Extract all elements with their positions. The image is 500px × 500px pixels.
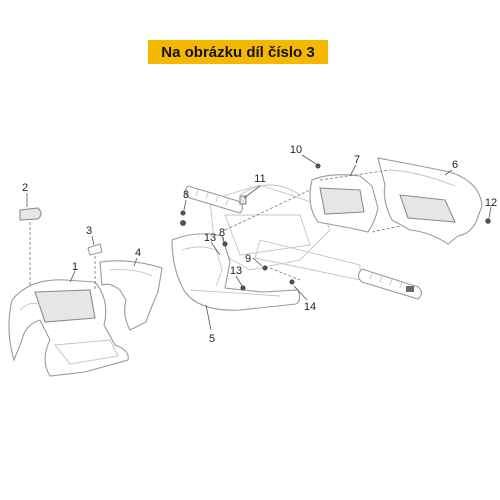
part-3-clip [87,243,103,256]
callout-6: 6 [452,159,458,171]
callout-8b: 8 [219,227,225,239]
alignment-lines [29,169,401,290]
part-1-front-cover [8,279,129,377]
left-grip [184,185,244,214]
callout-5: 5 [209,333,215,345]
callout-3: 3 [86,225,92,237]
callout-11: 11 [254,173,265,185]
callout-2: 2 [22,182,28,194]
part-2-cap [19,207,42,221]
callout-9: 9 [245,253,251,265]
callout-8a: 8 [183,189,189,201]
grip-end-cap [406,286,414,292]
callout-14: 14 [304,301,316,313]
part-7-dash-panel [309,174,379,233]
banner-text: Na obrázku díl číslo 3 [161,43,315,61]
fasteners [180,163,491,291]
callout-12: 12 [485,197,497,209]
callout-13a: 13 [204,232,216,244]
right-grip [357,268,423,300]
part-11-clip [239,195,247,205]
callout-7: 7 [354,154,360,166]
leader-lines [26,154,492,331]
callout-4: 4 [135,247,141,259]
part-5-lower-frame [171,233,301,311]
callout-1: 1 [72,261,78,273]
callout-13b: 13 [230,265,242,277]
part-number-banner: Na obrázku díl číslo 3 [148,40,328,64]
callout-10: 10 [290,144,302,156]
callouts: 1 2 3 4 5 6 7 8 8 9 10 11 12 13 13 14 [22,144,497,345]
part-6-rear-cover [377,157,483,245]
part-4-inner-frame [99,260,163,331]
